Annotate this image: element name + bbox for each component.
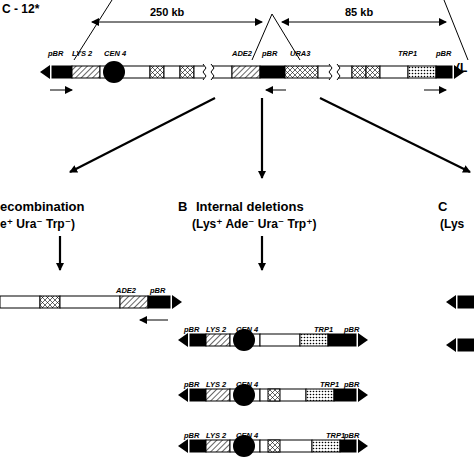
telomere-end — [446, 295, 456, 309]
chromosome-part — [164, 66, 180, 78]
gene-label: ADE2 — [232, 50, 252, 58]
orientation-arrow — [50, 90, 72, 91]
chromosome-part — [458, 296, 474, 308]
chromosome-part — [366, 66, 380, 78]
telomere-end — [358, 439, 368, 453]
orientation-arrow — [266, 90, 286, 91]
gene-label: CEN 4 — [236, 381, 258, 389]
heading-label: 85 kb — [345, 7, 373, 18]
chromosome-part — [340, 440, 356, 452]
heading-label: 250 kb — [150, 7, 184, 18]
telomere-end — [40, 65, 50, 79]
gene-label: TRP1 — [398, 50, 417, 58]
chromosome-part — [268, 440, 280, 452]
orientation-arrow — [140, 320, 168, 321]
telomere-end — [178, 388, 188, 402]
chromosome-part — [337, 64, 340, 80]
chromosome-part — [328, 334, 356, 346]
centromere — [103, 61, 125, 83]
chromosome-part — [180, 66, 194, 78]
telomere-end — [178, 333, 188, 347]
chromosome-part — [194, 66, 232, 78]
gene-label: pBR — [48, 50, 63, 58]
chromosome-part — [206, 440, 230, 452]
gene-label: CEN 4 — [236, 326, 258, 334]
gene-label: TRP1 — [326, 432, 345, 440]
chromosome-part — [312, 440, 340, 452]
heading-label: C — [438, 200, 447, 213]
chromosome-part — [380, 66, 408, 78]
heading-label: Internal deletions — [196, 200, 304, 213]
gene-label: pBR — [344, 326, 359, 334]
chromosome-part — [203, 64, 206, 80]
chromosome-part — [190, 334, 206, 346]
gene-label: LYS 2 — [206, 432, 226, 440]
telomere-end — [358, 388, 368, 402]
heading-label: (L — [456, 62, 467, 74]
chromosome-part — [260, 66, 285, 78]
chromosome-part — [120, 296, 148, 308]
chromosome-part — [40, 296, 60, 308]
gene-label: LYS 2 — [206, 326, 226, 334]
gene-label: TRP1 — [314, 326, 333, 334]
gene-label: pBR — [344, 381, 359, 389]
chromosome-part — [232, 66, 260, 78]
gene-label: pBR — [436, 50, 451, 58]
chromosome-part — [52, 66, 72, 78]
chromosome-part — [329, 64, 332, 80]
chromosome-part — [211, 64, 214, 80]
gene-label: LYS 2 — [72, 50, 92, 58]
gene-label: CEN 4 — [236, 432, 258, 440]
gene-label: TRP1 — [320, 381, 339, 389]
gene-label: CEN 4 — [104, 50, 126, 58]
gene-label: LYS 2 — [206, 381, 226, 389]
gene-label: pBR — [184, 326, 199, 334]
telomere-end — [178, 439, 188, 453]
chromosome-part — [458, 339, 474, 351]
chromosome-part — [206, 389, 230, 401]
chromosome-part — [285, 66, 318, 78]
chromosome-part — [150, 66, 164, 78]
chromosome-part — [352, 66, 366, 78]
gene-label: pBR — [344, 432, 359, 440]
chromosome-part — [148, 296, 170, 308]
chromosome-part — [190, 389, 206, 401]
gene-label: pBR — [184, 381, 199, 389]
heading-label: ecombination — [0, 200, 85, 213]
chromosome-part — [260, 440, 312, 452]
chromosome-part — [206, 334, 230, 346]
chromosome-part — [436, 66, 452, 78]
telomere-end — [358, 333, 368, 347]
chromosome-part — [268, 389, 280, 401]
gene-label: URA3 — [290, 50, 310, 58]
chromosome-part — [300, 334, 328, 346]
gene-label: pBR — [184, 432, 199, 440]
heading-label: B — [178, 200, 187, 213]
chromosome-part — [60, 296, 120, 308]
chromosome-part — [334, 389, 356, 401]
heading-label: e⁺ Ura⁻ Trp⁻) — [0, 218, 75, 230]
chromosome-part — [72, 66, 100, 78]
heading-label: (Lys — [440, 218, 464, 230]
chromosome-part — [260, 334, 300, 346]
chromosome-part — [0, 296, 40, 308]
heading-label: (Lys⁺ Ade⁻ Ura⁻ Trp⁺) — [192, 218, 316, 230]
chromosome-part — [190, 440, 206, 452]
gene-label: ADE2 — [116, 287, 136, 295]
heading-label: C - 12* — [2, 3, 39, 15]
chromosome-part — [260, 389, 306, 401]
orientation-arrow — [424, 90, 446, 91]
gene-label: pBR — [262, 50, 277, 58]
telomere-end — [172, 295, 182, 309]
telomere-end — [446, 338, 456, 352]
chromosome-part — [408, 66, 436, 78]
chromosome-part — [306, 389, 334, 401]
gene-label: pBR — [150, 287, 165, 295]
